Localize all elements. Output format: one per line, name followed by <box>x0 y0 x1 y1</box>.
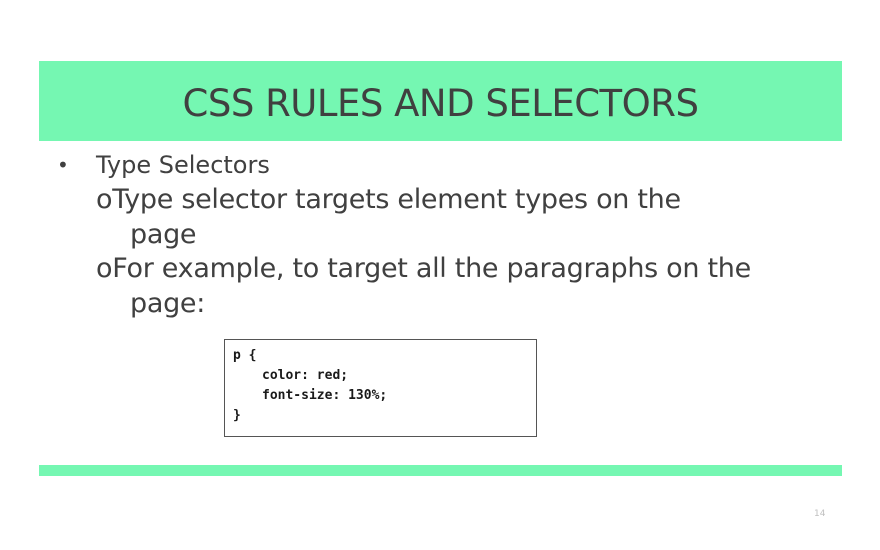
sub-item-1-continuation: page <box>130 219 197 250</box>
slide-title: CSS RULES AND SELECTORS <box>182 81 699 125</box>
footer-band <box>39 465 842 476</box>
sub-item-marker: o <box>96 253 113 284</box>
sub-item-2: oFor example, to target all the paragrap… <box>96 252 751 286</box>
code-line: p { <box>233 348 257 363</box>
sub-item-text: For example, to target all the paragraph… <box>112 253 751 284</box>
sub-item-2-continuation: page: <box>130 288 206 319</box>
code-line: } <box>233 408 241 423</box>
bullet-icon: • <box>57 153 69 177</box>
page-number: 14 <box>814 509 826 519</box>
sub-item-1: oType selector targets element types on … <box>96 183 681 217</box>
sub-item-marker: o <box>96 184 113 215</box>
bullet-text: Type Selectors <box>96 151 270 179</box>
code-line: color: red; <box>262 368 349 383</box>
title-band: CSS RULES AND SELECTORS <box>39 61 842 141</box>
code-line: font-size: 130%; <box>262 388 388 403</box>
sub-item-text: Type selector targets element types on t… <box>112 184 681 215</box>
code-block: p { color: red; font-size: 130%; } <box>224 339 537 437</box>
